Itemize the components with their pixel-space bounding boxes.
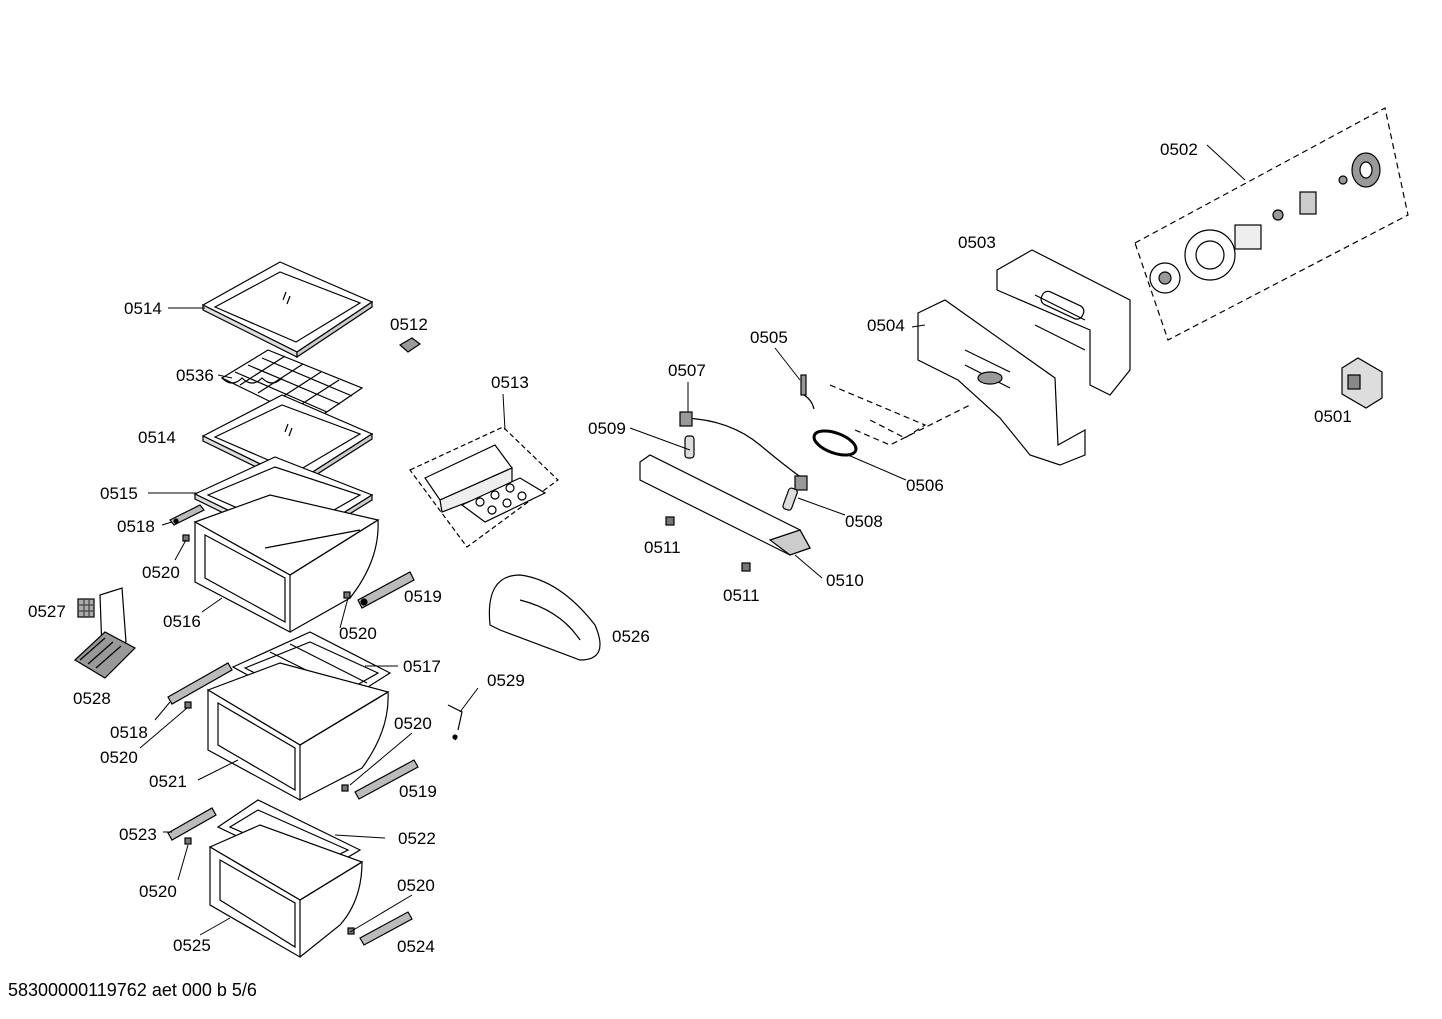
label-0509: 0509 xyxy=(588,419,626,438)
label-0536: 0536 xyxy=(176,366,214,385)
label-0526: 0526 xyxy=(612,627,650,646)
label-0507: 0507 xyxy=(668,361,706,380)
drawer-rail-left-0518 xyxy=(169,504,205,526)
bulb-0508 xyxy=(782,487,798,511)
label-0506: 0506 xyxy=(906,476,944,495)
label-0504: 0504 xyxy=(867,316,905,335)
label-0517: 0517 xyxy=(403,657,441,676)
sensor-0505 xyxy=(800,374,815,410)
label-0520c: 0520 xyxy=(100,748,138,767)
label-0520f: 0520 xyxy=(397,876,435,895)
label-0510: 0510 xyxy=(826,571,864,590)
label-0515: 0515 xyxy=(100,484,138,503)
label-0502: 0502 xyxy=(1160,140,1198,159)
screw-0511a xyxy=(665,516,675,526)
screw-0511b xyxy=(741,562,751,572)
drawer-rail-right-0519 xyxy=(357,571,415,609)
clip-0512 xyxy=(398,337,422,353)
crisper-drawer-upper xyxy=(193,494,380,633)
drawer-rail-0524 xyxy=(359,911,413,946)
label-0520b: 0520 xyxy=(339,624,377,643)
label-0514b: 0514 xyxy=(138,428,176,447)
label-0520a: 0520 xyxy=(142,563,180,582)
sensor-0529 xyxy=(447,704,463,741)
filter-0527 xyxy=(77,598,95,618)
label-0519b: 0519 xyxy=(399,782,437,801)
label-0522: 0522 xyxy=(398,829,436,848)
lamp-harness-0507 xyxy=(679,411,808,491)
glass-shelf-top xyxy=(201,261,374,359)
label-0511a: 0511 xyxy=(644,538,681,557)
humidity-control-0528 xyxy=(74,587,136,679)
gasket-0506 xyxy=(812,429,858,457)
part-0526 xyxy=(488,574,601,661)
label-0527: 0527 xyxy=(28,602,66,621)
part-labels: 0501 0502 0503 0504 0505 0506 0507 0508 … xyxy=(28,140,1352,956)
wire-shelf xyxy=(220,349,364,423)
panel-0504 xyxy=(917,299,1086,466)
label-0514a: 0514 xyxy=(124,299,162,318)
fan-assembly-0502 xyxy=(1134,107,1409,341)
label-0511b: 0511 xyxy=(723,586,760,605)
egg-tray-group xyxy=(409,426,559,548)
label-0518a: 0518 xyxy=(117,517,155,536)
label-0512: 0512 xyxy=(390,315,428,334)
label-0501: 0501 xyxy=(1314,407,1352,426)
label-0521: 0521 xyxy=(149,772,187,791)
screw-0520b xyxy=(343,591,351,599)
label-0503: 0503 xyxy=(958,233,996,252)
screw-0520e xyxy=(184,837,192,845)
assembly-dashed-lines xyxy=(829,384,971,446)
screw-0520c xyxy=(184,701,192,709)
label-0520d: 0520 xyxy=(394,714,432,733)
label-0524: 0524 xyxy=(397,937,435,956)
housing-0503 xyxy=(996,249,1131,396)
crisper-drawer-lower xyxy=(208,824,364,959)
drawer-rail-0523 xyxy=(167,807,217,841)
drawer-rail-left-0518b xyxy=(167,662,233,705)
document-footer-code: 58300000119762 aet 000 b 5/6 xyxy=(8,980,257,1000)
label-0505: 0505 xyxy=(750,328,788,347)
leader-lines xyxy=(139,144,1246,936)
label-0523: 0523 xyxy=(119,825,157,844)
label-0525: 0525 xyxy=(173,936,211,955)
label-0518b: 0518 xyxy=(110,723,148,742)
crisper-drawer-middle xyxy=(206,662,390,802)
label-0528: 0528 xyxy=(73,689,111,708)
label-0529: 0529 xyxy=(487,671,525,690)
switch-0501 xyxy=(1341,357,1383,409)
screw-0520d xyxy=(341,784,349,792)
label-0519a: 0519 xyxy=(404,587,442,606)
label-0513: 0513 xyxy=(491,373,529,392)
drawer-rail-right-0519b xyxy=(354,759,419,800)
bulb-0509 xyxy=(684,435,695,459)
label-0516: 0516 xyxy=(163,612,201,631)
cover-plate-0510 xyxy=(639,454,811,556)
label-0520e: 0520 xyxy=(139,882,177,901)
label-0508: 0508 xyxy=(845,512,883,531)
